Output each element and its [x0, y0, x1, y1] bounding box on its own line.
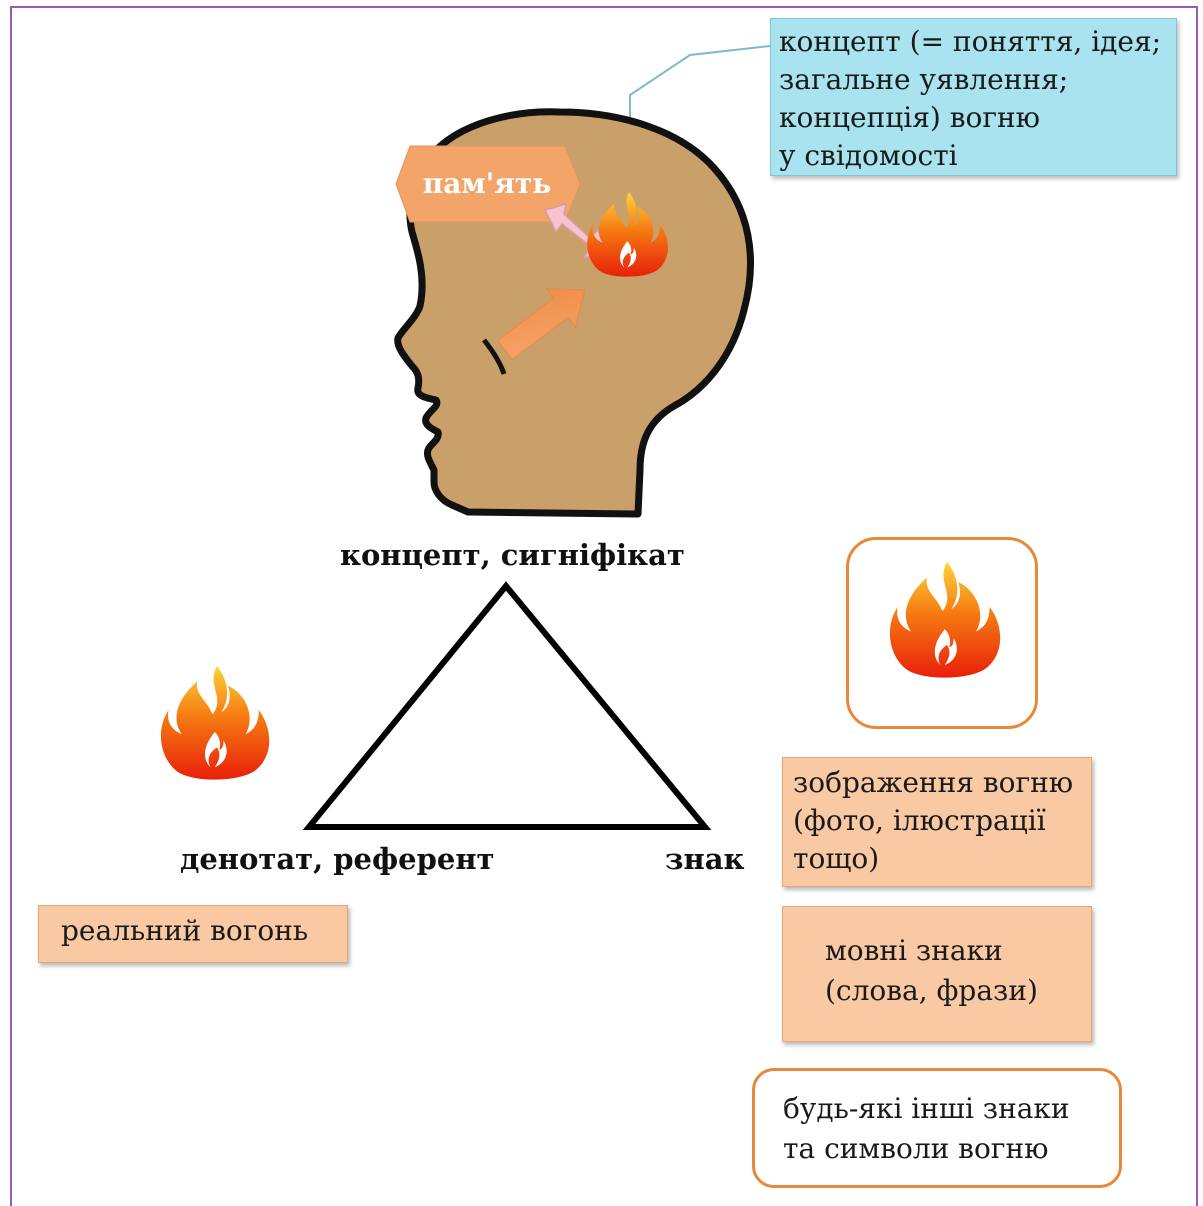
concept-callout: концепт (= поняття, ідея; загальне уявле… — [770, 18, 1177, 176]
real-fire-icon — [161, 666, 269, 780]
language-line: (слова, фрази) — [825, 971, 1049, 1011]
memory-label: пам'ять — [396, 146, 578, 222]
triangle-right-label: знак — [665, 842, 744, 876]
images-line: (фото, ілюстрації — [793, 802, 1081, 840]
other-line: будь-які інші знаки — [783, 1089, 1091, 1129]
callout-line: загальне уявлення; — [779, 61, 1168, 99]
sign-image-frame — [846, 537, 1038, 729]
triangle-left-label: денотат, референт — [180, 842, 495, 876]
semiotic-triangle — [309, 586, 705, 827]
images-line: тощо) — [793, 840, 1081, 878]
images-box: зображення вогню (фото, ілюстрації тощо) — [782, 757, 1092, 887]
callout-line: у свідомості — [779, 137, 1168, 175]
callout-line: концепт (= поняття, ідея; — [779, 23, 1168, 61]
other-line: та символи вогню — [783, 1129, 1091, 1169]
callout-line: концепція) вогню — [779, 99, 1168, 137]
language-line: мовні знаки — [825, 931, 1049, 971]
sign-flame-icon — [849, 540, 1035, 726]
language-signs-box: мовні знаки (слова, фрази) — [782, 906, 1092, 1042]
images-line: зображення вогню — [793, 764, 1081, 802]
triangle-top-label: концепт, сигніфікат — [340, 538, 685, 572]
other-signs-box: будь-які інші знаки та символи вогню — [752, 1068, 1122, 1188]
real-fire-box: реальний вогонь — [38, 905, 348, 963]
